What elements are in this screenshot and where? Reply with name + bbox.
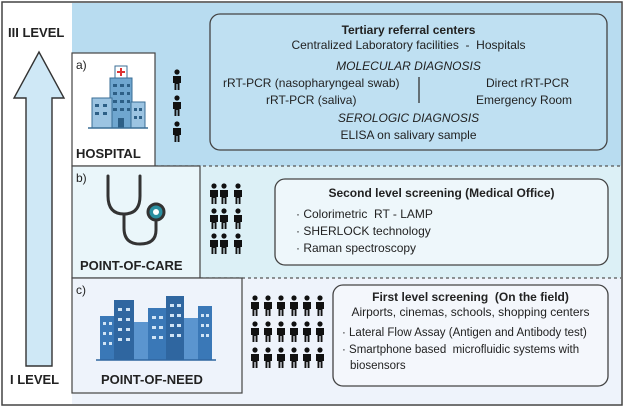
person-icon xyxy=(290,295,298,316)
stethoscope-icon xyxy=(106,174,166,246)
hospital-box-title: Tertiary referral centers xyxy=(341,23,476,37)
person-icon xyxy=(316,295,324,316)
point-of-care-label: POINT-OF-CARE xyxy=(80,258,183,273)
person-icon xyxy=(277,295,285,316)
serologic-item: ELISA on salivary sample xyxy=(340,128,477,142)
person-icon xyxy=(277,321,285,342)
level-top-label: III LEVEL xyxy=(8,25,65,40)
point-of-care-item-1: · Colorimetric RT - LAMP xyxy=(296,207,433,221)
person-icon xyxy=(251,321,259,342)
person-icon xyxy=(316,347,324,368)
person-icon xyxy=(220,208,228,229)
person-icon xyxy=(173,95,181,116)
person-icon xyxy=(234,183,242,204)
person-icon xyxy=(303,321,311,342)
city-buildings-icon xyxy=(96,296,216,361)
person-icon xyxy=(234,208,242,229)
point-of-need-label: POINT-OF-NEED xyxy=(101,372,203,387)
person-icon xyxy=(220,183,228,204)
people-group-hospital xyxy=(173,69,181,142)
point-of-care-box-title: Second level screening (Medical Office) xyxy=(328,186,555,200)
people-group-point-of-care xyxy=(210,183,242,254)
person-icon xyxy=(303,295,311,316)
person-icon xyxy=(303,347,311,368)
point-of-need-marker: c) xyxy=(76,283,86,297)
person-icon xyxy=(251,295,259,316)
person-icon xyxy=(251,347,259,368)
person-icon xyxy=(264,295,272,316)
point-of-need-box-title: First level screening (On the field) xyxy=(372,290,569,304)
person-icon xyxy=(220,233,228,254)
point-of-care-marker: b) xyxy=(76,171,87,185)
person-icon xyxy=(210,208,218,229)
point-of-need-item-2-text: Smartphone based microfluidic systems wi… xyxy=(349,344,580,356)
person-icon xyxy=(290,347,298,368)
person-icon xyxy=(277,347,285,368)
person-icon xyxy=(210,183,218,204)
point-of-need-item-1: · Lateral Flow Assay (Antigen and Antibo… xyxy=(342,327,587,339)
molecular-left-1: rRT-PCR (nasopharyngeal swab) xyxy=(223,76,400,90)
hospital-building-icon xyxy=(88,65,148,129)
level-bottom-label: I LEVEL xyxy=(10,372,60,387)
point-of-need-box-subtitle: Airports, cinemas, schools, shopping cen… xyxy=(351,305,590,319)
hospital-marker: a) xyxy=(76,58,87,72)
point-of-care-item-3-text: Raman spectroscopy xyxy=(303,241,417,255)
point-of-care-panel xyxy=(71,165,201,279)
people-group-point-of-need xyxy=(251,295,324,368)
point-of-care-info-box xyxy=(274,178,609,266)
molecular-right-2: Emergency Room xyxy=(476,93,573,107)
person-icon xyxy=(234,233,242,254)
person-icon xyxy=(290,321,298,342)
point-of-care-item-2-text: SHERLOCK technology xyxy=(303,224,431,238)
hospital-box-subtitle: Centralized Laboratory facilities - Hosp… xyxy=(291,38,526,52)
person-icon xyxy=(264,347,272,368)
person-icon xyxy=(173,121,181,142)
point-of-need-item-1-text: Lateral Flow Assay (Antigen and Antibody… xyxy=(349,327,587,339)
hospital-info-box xyxy=(209,13,608,151)
person-icon xyxy=(264,321,272,342)
molecular-right-1: Direct rRT-PCR xyxy=(486,76,570,90)
molecular-left-2: rRT-PCR (saliva) xyxy=(266,93,357,107)
person-icon xyxy=(316,321,324,342)
person-icon xyxy=(173,69,181,90)
point-of-need-item-2: · Smartphone based microfluidic systems … xyxy=(342,344,580,356)
point-of-need-item-3: biosensors xyxy=(350,360,406,372)
point-of-care-item-2: · SHERLOCK technology xyxy=(296,224,431,238)
serologic-heading: SEROLOGIC DIAGNOSIS xyxy=(337,111,480,125)
person-icon xyxy=(210,233,218,254)
point-of-need-info-box xyxy=(332,284,609,387)
molecular-heading: MOLECULAR DIAGNOSIS xyxy=(336,59,481,73)
level-arrow xyxy=(12,50,66,367)
point-of-care-item-1-text: Colorimetric RT - LAMP xyxy=(303,207,433,221)
hospital-label: HOSPITAL xyxy=(76,146,141,161)
point-of-care-item-3: · Raman spectroscopy xyxy=(296,241,417,255)
